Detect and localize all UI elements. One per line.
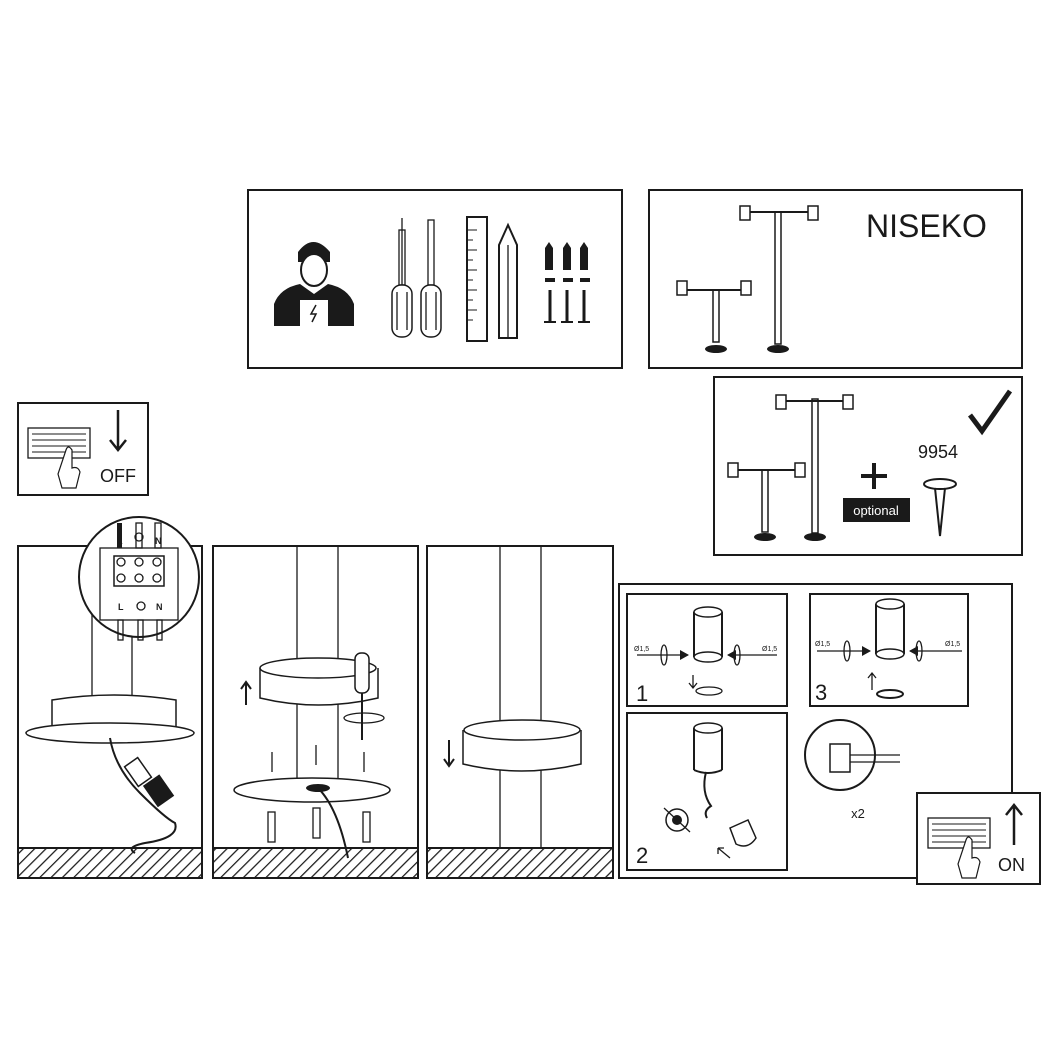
terminal-block-detail: L N L N xyxy=(78,516,200,641)
ground-spike-icon xyxy=(923,478,957,537)
arrow-up-icon xyxy=(240,680,252,705)
bollard-small-icon xyxy=(727,462,806,541)
arrow-down-icon xyxy=(109,410,127,453)
arrow-down-icon xyxy=(443,740,455,768)
off-label: OFF xyxy=(100,466,136,486)
screwdriver-icons xyxy=(391,218,442,338)
pencil-icon xyxy=(498,222,518,339)
svg-text:N: N xyxy=(156,602,163,612)
ring-lower-step-panel xyxy=(426,545,614,879)
quantity-label: x2 xyxy=(851,806,865,821)
optional-badge xyxy=(843,498,910,522)
tools-panel xyxy=(247,189,623,369)
svg-text:Ø1,5: Ø1,5 xyxy=(815,641,830,648)
lamp-replacement-panel: Ø1,5 Ø1,5 1 Ø1,5 Ø1,5 3 2 xyxy=(618,583,1013,879)
fuse-box-icon xyxy=(27,427,91,489)
electrician-icon xyxy=(274,242,354,326)
step-number: 1 xyxy=(636,681,648,706)
step-3-panel: Ø1,5 Ø1,5 3 xyxy=(809,593,969,707)
checkmark-icon xyxy=(968,389,1013,436)
product-panel: NISEKO xyxy=(648,189,1023,369)
accessory-code: 9954 xyxy=(918,442,958,462)
ruler-icon xyxy=(466,216,488,342)
svg-text:Ø1,5: Ø1,5 xyxy=(945,641,960,648)
power-on-panel: ON xyxy=(916,792,1041,885)
optional-accessory-panel: optional 9954 xyxy=(713,376,1023,556)
bollard-small-icon xyxy=(676,280,752,353)
svg-text:L: L xyxy=(118,602,124,612)
arrow-up-icon xyxy=(1005,802,1023,845)
bollard-tall-icon xyxy=(739,205,819,353)
wiring-step-panel: L N L N xyxy=(17,516,203,879)
power-off-panel: OFF xyxy=(17,402,149,496)
step-number: 2 xyxy=(636,843,648,868)
svg-text:L: L xyxy=(117,536,123,546)
screw-detail: x2 xyxy=(804,719,900,821)
svg-text:N: N xyxy=(155,536,162,546)
svg-text:Ø1,5: Ø1,5 xyxy=(634,646,649,653)
step-2-panel: 2 xyxy=(626,712,788,871)
wall-plugs-and-screws-icon xyxy=(544,242,590,323)
screwdriver-icon xyxy=(354,652,370,694)
plus-icon xyxy=(861,463,887,489)
bollard-tall-icon xyxy=(775,394,854,541)
step-1-panel: Ø1,5 Ø1,5 1 xyxy=(626,593,788,707)
svg-text:Ø1,5: Ø1,5 xyxy=(762,646,777,653)
on-label: ON xyxy=(998,855,1025,875)
svg-text:optional: optional xyxy=(853,503,899,518)
product-name: NISEKO xyxy=(866,208,987,244)
step-number: 3 xyxy=(815,680,827,705)
base-fixing-step-panel xyxy=(212,545,419,879)
